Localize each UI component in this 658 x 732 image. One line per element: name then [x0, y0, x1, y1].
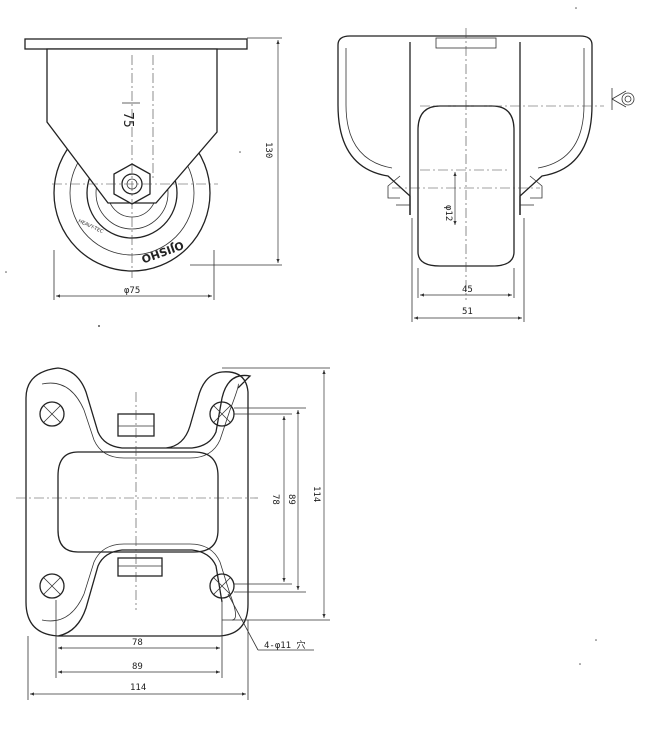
- mounting-hole-top-left: [39, 401, 65, 427]
- plate-length-dimension: 114: [311, 486, 321, 502]
- hole-spacing-v: 89: [286, 494, 296, 505]
- mounting-hole-top-right: [209, 401, 235, 427]
- mounting-hole-bottom-left: [39, 573, 65, 599]
- offset-dimension: 75: [120, 112, 135, 128]
- mounting-plate-outline: [25, 367, 252, 637]
- height-dimension: 130: [263, 142, 273, 158]
- plate-width-dimension: 114: [130, 683, 146, 693]
- tire-small-text: HEAVY-TEC: [77, 218, 104, 235]
- hole-spacing-h: 89: [132, 662, 143, 672]
- front-wheel: [417, 105, 515, 267]
- overall-width-dimension: 51: [462, 307, 473, 317]
- hole-spacing-inner-v: 78: [270, 494, 280, 505]
- projection-symbol-icon: [611, 88, 635, 110]
- mounting-hole-bottom-right: [209, 573, 235, 599]
- diameter-dimension: φ75: [124, 286, 140, 296]
- side-top-plate: [24, 38, 248, 50]
- hole-spacing-inner-h: 78: [132, 638, 143, 648]
- plate-bottom-nut: [117, 557, 163, 577]
- brand-logo-text: OJISHO: [140, 238, 186, 265]
- hole-callout: 4-φ11 穴: [264, 639, 306, 651]
- front-bracket: [337, 35, 593, 215]
- wheel-width-dimension: 45: [462, 285, 473, 295]
- front-view: φ12 45 51: [337, 28, 635, 322]
- plate-view: 78 89 114 78 89 114 4-φ11 穴: [16, 367, 330, 700]
- bore-dimension: φ12: [443, 205, 453, 221]
- plate-wheel-outline: [57, 451, 219, 553]
- scan-specks: [5, 7, 597, 665]
- side-fork-body: [46, 48, 218, 204]
- side-view: 75 OJISHO HEAVY-TEC 130 φ75: [24, 37, 282, 300]
